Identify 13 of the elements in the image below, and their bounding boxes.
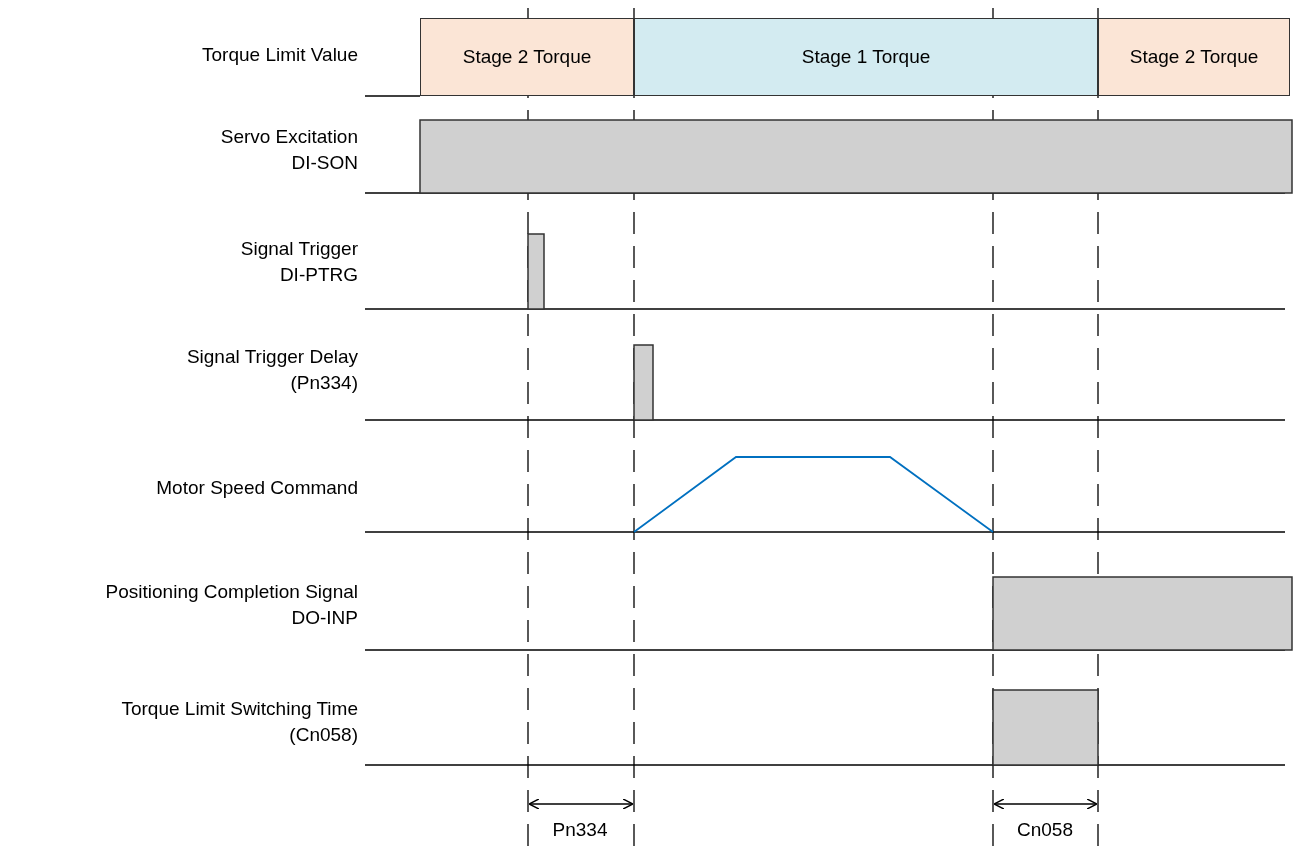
torque-stage-box <box>1098 18 1290 96</box>
stage-label: Stage 1 Torque <box>801 46 931 68</box>
signal-name: Servo Excitation DI-SON <box>219 125 358 175</box>
signal-name: Signal Trigger DI-PTRG <box>239 237 358 287</box>
signal-name: Positioning Completion Signal DO-INP <box>104 580 358 630</box>
signal-name: Motor Speed Command <box>156 476 358 501</box>
signal-name: Torque Limit Value <box>202 43 358 68</box>
stage-label: Stage 2 Torque <box>1129 46 1259 68</box>
signal-name: Torque Limit Switching Time (Cn058) <box>120 697 358 747</box>
stage-label: Stage 2 Torque <box>462 46 592 68</box>
signal-name: Signal Trigger Delay (Pn334) <box>185 345 358 395</box>
torque-stage-box <box>634 18 1098 96</box>
torque-stage-box <box>420 18 634 96</box>
